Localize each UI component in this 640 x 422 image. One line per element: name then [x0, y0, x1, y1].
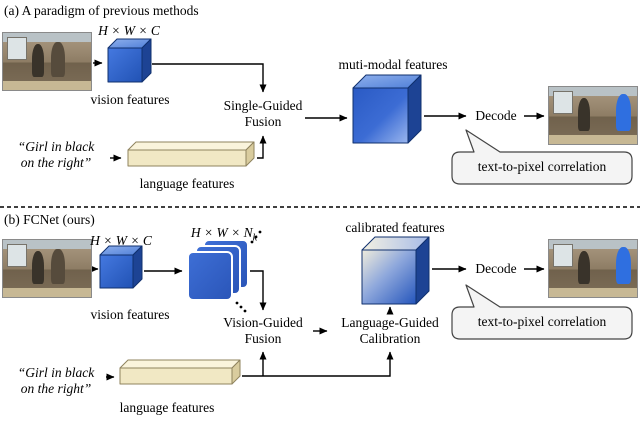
vision-features-label-a: vision features [90, 92, 170, 107]
calibration-line1-b: Language-Guided [341, 315, 439, 330]
query-line1-a: “Girl in black [17, 139, 95, 154]
photo-detail-person [32, 251, 45, 285]
photo-detail-person [578, 98, 591, 132]
language-bar-b [119, 359, 241, 385]
ellipsis-dots [235, 230, 262, 313]
calibrated-features-label: calibrated features [345, 220, 445, 235]
arrow [152, 63, 267, 93]
query-text-a: “Girl in black on the right” [2, 139, 110, 171]
query-line2-a: on the right” [20, 155, 92, 170]
fusion-line1-b: Vision-Guided [223, 315, 303, 330]
fusion-line2-b: Fusion [244, 331, 282, 346]
calibrated-cube-b [361, 236, 430, 305]
correlation-label-b: text-to-pixel correlation [477, 314, 607, 329]
query-line2-b: on the right” [20, 381, 92, 396]
kernel-dims-sub: k [252, 232, 258, 244]
photo-detail-window [7, 36, 27, 60]
language-bar-a [127, 141, 255, 167]
correlation-bubble-b [451, 284, 633, 340]
vision-features-label-b: vision features [90, 307, 170, 322]
vision-dims-label-b: H × W × C [90, 233, 152, 248]
output-image-a [548, 86, 638, 145]
segmentation-mask [615, 247, 631, 284]
correlation-bubble-a [451, 129, 633, 185]
arrow [250, 270, 267, 311]
panel-a-title: (a) A paradigm of previous methods [4, 3, 199, 18]
language-features-label-a: language features [139, 176, 235, 191]
photo-detail-person [32, 44, 45, 78]
language-guided-calibration-block: Language-Guided Calibration [328, 315, 452, 347]
photo-detail-window [7, 243, 27, 267]
query-text-b: “Girl in black on the right” [2, 365, 110, 397]
photo-detail-person [51, 248, 65, 284]
photo-detail-window [553, 90, 573, 114]
multimodal-features-label: muti-modal features [338, 57, 448, 72]
photo-detail-counter [3, 81, 91, 90]
language-features-label-b: language features [119, 400, 215, 415]
photo-detail-counter [3, 288, 91, 297]
photo-detail-window [553, 243, 573, 267]
photo-detail-person [51, 41, 65, 77]
decode-label-a: Decode [475, 108, 517, 123]
calibration-line2-b: Calibration [359, 331, 421, 346]
vision-cube-a [107, 38, 152, 83]
output-image-b [548, 239, 638, 298]
photo-detail-counter [549, 135, 637, 144]
fusion-line1-a: Single-Guided [223, 98, 303, 113]
fusion-line2-a: Fusion [244, 114, 282, 129]
arrows-panel-a [93, 59, 545, 162]
panel-b-title: (b) FCNet (ours) [4, 212, 95, 227]
segmentation-mask [615, 94, 631, 131]
arrow [257, 135, 267, 159]
kernel-maps-stack-b [187, 230, 262, 313]
kernel-dims-base: H × W × N [190, 225, 253, 240]
arrows-panel-b [90, 265, 545, 381]
correlation-label-a: text-to-pixel correlation [477, 159, 607, 174]
input-image-b [2, 239, 92, 298]
single-guided-fusion-block: Single-Guided Fusion [213, 98, 313, 130]
arrow [242, 351, 394, 377]
photo-detail-counter [549, 288, 637, 297]
decode-label-b: Decode [475, 261, 517, 276]
vision-guided-fusion-block: Vision-Guided Fusion [213, 315, 313, 347]
vision-dims-label-a: H × W × C [98, 23, 160, 38]
photo-detail-person [578, 251, 591, 285]
vision-cube-b [99, 245, 143, 289]
multimodal-cube-a [352, 74, 422, 144]
kernel-dims-label-b: H × W × Nk [180, 225, 268, 247]
input-image-a [2, 32, 92, 91]
query-line1-b: “Girl in black [17, 365, 95, 380]
